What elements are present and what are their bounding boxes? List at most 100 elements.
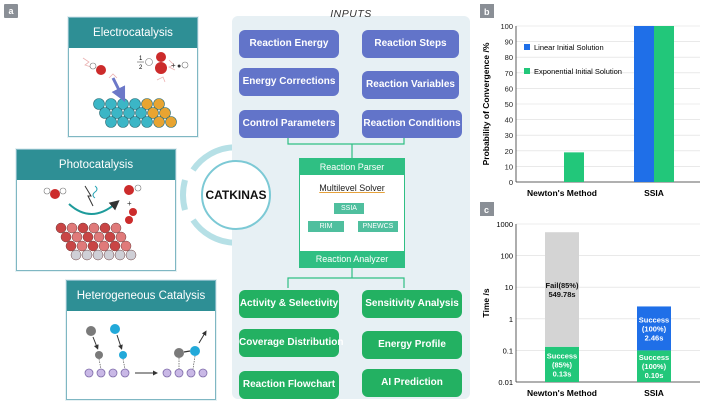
slab-atom: [120, 240, 132, 252]
output-sensitivity-analysis: Sensitivity Analysis: [362, 290, 462, 318]
heterogeneous-illustration: [84, 324, 208, 378]
y-tick-label: 0: [509, 178, 513, 187]
y-tick-label: 0.01: [498, 378, 513, 387]
slab-atom: [81, 249, 93, 261]
y-tick-label: 90: [505, 38, 513, 47]
output-coverage-distribution: Coverage Distribution: [239, 329, 343, 357]
slab-atom: [70, 249, 82, 261]
segment-label: Success: [639, 315, 669, 324]
panel-a-letter: a: [4, 4, 18, 18]
segment-label: 0.10s: [645, 371, 664, 380]
y-tick-label: 100: [500, 252, 513, 261]
electrocatalysis-title: Electrocatalysis: [69, 18, 197, 48]
segment-label: (100%): [642, 324, 667, 333]
slab-atom: [115, 231, 127, 243]
y-tick-label: 40: [505, 116, 513, 125]
slab-atom: [104, 231, 116, 243]
slab-atom: [93, 231, 105, 243]
x-tick-label: Newton's Method: [527, 188, 597, 198]
electrocatalysis-illustration: 1 2 + ●: [82, 52, 189, 128]
bar-exponential-0: [564, 152, 584, 182]
slab-atom: [129, 116, 141, 128]
y-tick-label: 100: [500, 22, 513, 31]
slab-atom: [71, 231, 83, 243]
stack-segment: [545, 232, 579, 347]
slab-atom: [99, 222, 111, 234]
y-tick-label: 20: [505, 147, 513, 156]
slab-atom: [88, 222, 100, 234]
legend-swatch: [524, 68, 530, 74]
slab-atom: [66, 222, 78, 234]
bar-linear-1: [634, 26, 654, 182]
panel-b-letter: b: [484, 7, 490, 17]
segment-label: 2.46s: [645, 333, 664, 342]
inputs-title: INPUTS: [330, 8, 372, 20]
svg-text:+: +: [127, 199, 132, 208]
slab-atom: [109, 240, 121, 252]
segment-label: 549.78s: [548, 290, 575, 299]
slab-atom: [77, 222, 89, 234]
slab-atom: [129, 98, 141, 110]
y-tick-label: 10: [505, 162, 513, 171]
slab-atom: [65, 240, 77, 252]
slab-atom: [141, 116, 153, 128]
slab-atom: [135, 107, 147, 119]
y-tick-label: 10: [505, 283, 513, 292]
output-connectors: [287, 268, 405, 288]
stack-segment: [545, 346, 579, 382]
slab-atom: [141, 98, 153, 110]
x-tick-label: Newton's Method: [527, 388, 597, 398]
electrocatalysis-card: Electrocatalysis 1 2 + ●: [68, 17, 198, 137]
y-tick-label: 30: [505, 131, 513, 140]
stack-segment: [637, 306, 671, 351]
reaction-parser-header: Reaction Parser: [300, 159, 404, 175]
catkinas-hub: CATKINAS: [201, 160, 271, 230]
x-tick-label: SSIA: [644, 388, 664, 398]
slab-atom: [55, 222, 67, 234]
slab-atom: [82, 231, 94, 243]
legend-label: Linear Initial Solution: [534, 43, 604, 52]
legend-label: Exponential Initial Solution: [534, 67, 622, 76]
slab-atom: [87, 240, 99, 252]
slab-atom: [153, 98, 165, 110]
slab-atom: [93, 98, 105, 110]
slab-atom: [117, 116, 129, 128]
y-axis-label: Probability of Convergence /%: [481, 42, 491, 165]
output-reaction-flowchart: Reaction Flowchart: [239, 371, 339, 399]
segment-label: Fail(85%): [546, 281, 579, 290]
heterogeneous-card: Heterogeneous Catalysis: [66, 280, 216, 400]
segment-label: 0.13s: [553, 369, 572, 378]
input-connectors: [287, 138, 405, 158]
slab-atom: [153, 116, 165, 128]
slab-atom: [105, 116, 117, 128]
y-axis-label: Time /s: [481, 288, 491, 317]
segment-label: Success: [547, 351, 577, 360]
y-tick-label: 70: [505, 69, 513, 78]
reaction-parser-box: Reaction Parser Multilevel Solver SSIA R…: [299, 158, 405, 268]
slab-atom: [99, 107, 111, 119]
y-tick-label: 1: [509, 315, 513, 324]
legend-swatch: [524, 44, 530, 50]
heterogeneous-title: Heterogeneous Catalysis: [67, 281, 215, 311]
input-control-parameters: Control Parameters: [239, 110, 339, 138]
slab-atom: [159, 107, 171, 119]
method-ssia: SSIA: [334, 203, 364, 214]
input-energy-corrections: Energy Corrections: [239, 68, 339, 96]
slab-atom: [60, 231, 72, 243]
panel-c-letter: c: [484, 205, 489, 215]
stack-segment: [637, 350, 671, 382]
reaction-analyzer-header: Reaction Analyzer: [300, 251, 404, 267]
output-energy-profile: Energy Profile: [362, 331, 462, 359]
segment-label: (100%): [642, 362, 667, 371]
bar-exponential-1: [654, 26, 674, 182]
output-ai-prediction: AI Prediction: [362, 369, 462, 397]
photocatalysis-illustration: +: [43, 184, 142, 261]
slab-atom: [165, 116, 177, 128]
slab-atom: [125, 249, 137, 261]
svg-text:+: +: [171, 61, 176, 70]
segment-label: (85%): [552, 360, 573, 369]
x-tick-label: SSIA: [644, 188, 664, 198]
input-reaction-conditions: Reaction Conditions: [362, 110, 462, 138]
